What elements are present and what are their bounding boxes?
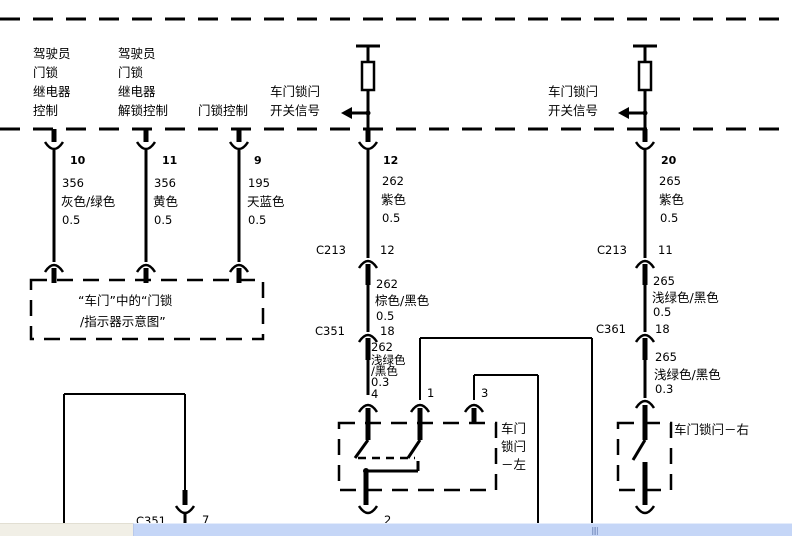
- wire-label-pin-9: 9 195 天蓝色 0.5: [247, 154, 285, 227]
- svg-text:9: 9: [254, 154, 262, 167]
- svg-text:0.5: 0.5: [62, 213, 80, 227]
- svg-text:0.5: 0.5: [248, 213, 266, 227]
- svg-text:265: 265: [655, 350, 677, 364]
- svg-text:车门锁闩－右: 车门锁闩－右: [674, 422, 749, 437]
- switch-left-pin-3: 3: [481, 386, 488, 400]
- arrow-right-signal: [618, 107, 648, 119]
- wire-label-left-lower: 262 浅绿色 /黑色 0.3: [371, 340, 406, 389]
- label-driver-lock-relay-ctrl: 驾驶员 门锁 继电器 控制: [33, 46, 71, 118]
- reference-box: [29, 278, 265, 341]
- svg-text:解锁控制: 解锁控制: [118, 103, 168, 118]
- svg-text:20: 20: [661, 154, 677, 167]
- connector-c361-right-pin: 18: [655, 322, 670, 336]
- connector-c361-right: C361: [596, 322, 626, 336]
- svg-text:11: 11: [162, 154, 177, 167]
- reference-box-line-2: /指示器示意图”: [80, 314, 166, 329]
- svg-text:棕色/黑色: 棕色/黑色: [375, 293, 430, 308]
- svg-text:0.5: 0.5: [382, 211, 400, 225]
- svg-text:/黑色: /黑色: [371, 364, 398, 378]
- svg-text:195: 195: [248, 176, 270, 190]
- wire-label-right-lower: 265 浅绿色/黑色 0.3: [654, 350, 721, 396]
- fuse-left: [356, 44, 380, 129]
- svg-text:浅绿色: 浅绿色: [371, 353, 406, 367]
- svg-text:0.5: 0.5: [653, 305, 671, 319]
- fuse-right: [633, 44, 657, 129]
- svg-text:浅绿色/黑色: 浅绿色/黑色: [652, 290, 719, 305]
- horizontal-scrollbar[interactable]: ||||: [133, 523, 792, 536]
- svg-text:265: 265: [653, 274, 675, 288]
- svg-text:356: 356: [62, 176, 84, 190]
- svg-text:开关信号: 开关信号: [270, 103, 320, 118]
- svg-text:262: 262: [382, 174, 404, 188]
- connector-c213-left: C213: [316, 243, 346, 257]
- svg-text:灰色/绿色: 灰色/绿色: [61, 194, 116, 209]
- connector-c213-right-pin: 11: [658, 243, 673, 257]
- scrollbar-grip-icon[interactable]: ||||: [591, 526, 599, 535]
- label-switch-signal-left: 车门锁闩 开关信号: [270, 84, 320, 118]
- svg-text:0.5: 0.5: [154, 213, 172, 227]
- svg-text:12: 12: [383, 154, 398, 167]
- svg-text:驾驶员: 驾驶员: [118, 46, 156, 61]
- switch-left-pin-2: 2: [384, 513, 391, 527]
- svg-text:继电器: 继电器: [33, 84, 71, 99]
- wire-pin-12: [357, 129, 379, 395]
- wire-label-pin-10: 10 356 灰色/绿色 0.5: [61, 154, 116, 227]
- wire-label-pin-11: 11 356 黄色 0.5: [153, 154, 179, 227]
- switch-left: 4 1 3 2 车门 锁闩 －左: [337, 337, 593, 527]
- svg-text:车门锁闩: 车门锁闩: [548, 84, 598, 99]
- wire-pin-20: [634, 129, 656, 398]
- arrow-left-signal: [341, 107, 371, 119]
- wire-label-right-upper: 265 浅绿色/黑色 0.5: [652, 274, 719, 319]
- svg-text:驾驶员: 驾驶员: [33, 46, 71, 61]
- switch-left-pin-1: 1: [427, 386, 434, 400]
- svg-text:开关信号: 开关信号: [548, 103, 598, 118]
- svg-text:262: 262: [371, 340, 393, 354]
- wire-pin-9: [228, 129, 250, 283]
- wire-label-left-upper: 262 棕色/黑色 0.5: [375, 277, 430, 323]
- svg-text:门锁: 门锁: [118, 65, 144, 80]
- switch-left-pin-4: 4: [371, 387, 378, 401]
- svg-text:天蓝色: 天蓝色: [247, 194, 285, 209]
- wire-label-pin-20: 20 265 紫色 0.5: [659, 154, 685, 225]
- connector-c351-left: C351: [315, 324, 345, 338]
- svg-text:浅绿色/黑色: 浅绿色/黑色: [654, 367, 721, 382]
- svg-text:－左: －左: [501, 457, 526, 472]
- scrollbar-left-area: [0, 523, 133, 536]
- wire-c351-pin-7: C351 7: [63, 393, 209, 528]
- svg-text:紫色: 紫色: [381, 192, 407, 207]
- wire-label-pin-12: 12 262 紫色 0.5: [381, 154, 407, 225]
- svg-text:锁闩: 锁闩: [501, 439, 526, 454]
- wire-pin-10: [43, 129, 65, 283]
- reference-box-line-1: “车门”中的“门锁: [78, 293, 173, 308]
- svg-text:继电器: 继电器: [118, 84, 156, 99]
- svg-text:0.5: 0.5: [660, 211, 678, 225]
- svg-text:车门: 车门: [501, 421, 526, 436]
- connector-c213-left-pin: 12: [380, 243, 395, 257]
- svg-text:门锁: 门锁: [33, 65, 59, 80]
- svg-text:紫色: 紫色: [659, 192, 685, 207]
- connector-c351-bottom-pin: 7: [202, 513, 209, 527]
- connector-c213-right: C213: [597, 243, 627, 257]
- label-lock-ctrl: 门锁控制: [198, 103, 248, 118]
- svg-text:356: 356: [154, 176, 176, 190]
- scrollbar-thumb[interactable]: [134, 524, 792, 536]
- svg-text:0.3: 0.3: [371, 375, 389, 389]
- svg-text:控制: 控制: [33, 103, 58, 118]
- svg-text:0.5: 0.5: [376, 309, 394, 323]
- label-driver-unlock-relay-ctrl: 驾驶员 门锁 继电器 解锁控制: [118, 46, 168, 118]
- svg-text:车门锁闩: 车门锁闩: [270, 84, 320, 99]
- svg-text:黄色: 黄色: [153, 194, 179, 209]
- label-switch-signal-right: 车门锁闩 开关信号: [548, 84, 598, 118]
- switch-right: 车门锁闩－右: [616, 399, 749, 515]
- svg-text:10: 10: [70, 154, 86, 167]
- svg-text:262: 262: [376, 277, 398, 291]
- svg-text:265: 265: [659, 174, 681, 188]
- svg-text:0.3: 0.3: [655, 382, 673, 396]
- connector-c351-left-pin: 18: [380, 324, 395, 338]
